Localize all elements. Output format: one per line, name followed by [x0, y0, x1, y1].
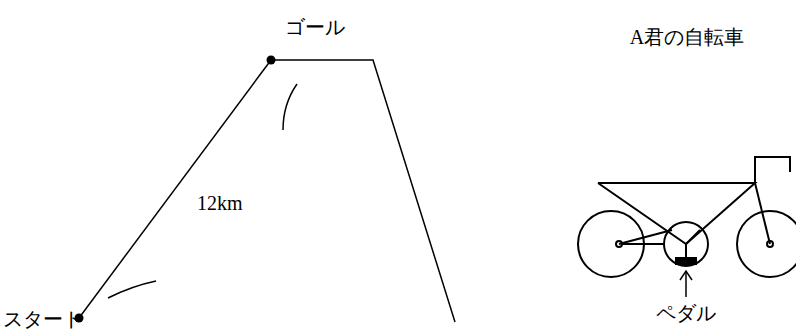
mountain-outline	[271, 60, 455, 322]
start-label: スタート	[3, 308, 83, 330]
angle-arc	[108, 281, 156, 298]
pedal-label: ペダル	[656, 302, 716, 324]
bicycle	[578, 157, 796, 277]
arrow-line	[685, 272, 687, 297]
arrow-head	[680, 271, 692, 280]
angle-arc	[283, 84, 297, 130]
distance-label: 12km	[197, 192, 243, 214]
slope-line	[79, 60, 271, 318]
goal-label: ゴール	[285, 16, 345, 38]
title-label: A君の自転車	[630, 26, 744, 48]
pedal	[675, 257, 697, 265]
goal-dot	[267, 56, 276, 65]
